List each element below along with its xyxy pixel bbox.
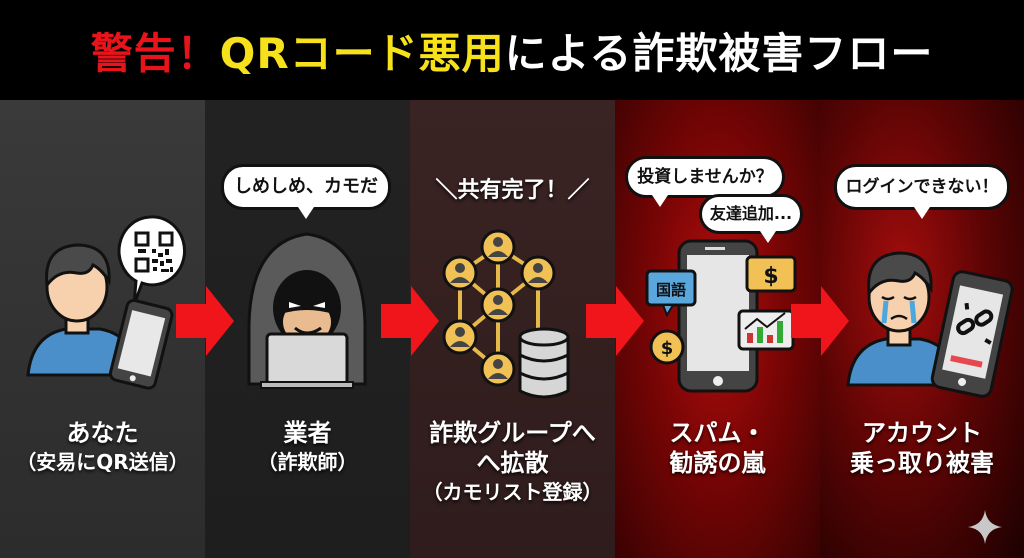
svg-text:$: $ bbox=[661, 338, 674, 359]
arrow-right-icon bbox=[586, 286, 644, 356]
step-takeover-label: アカウント 乗っ取り被害 bbox=[850, 419, 994, 477]
svg-text:国語: 国語 bbox=[656, 281, 686, 299]
hooded-hacker-laptop-icon bbox=[247, 232, 367, 389]
header-bar: 警告！QRコード悪用による詐欺被害フロー bbox=[0, 0, 1024, 100]
step-spread: ＼共有完了！／ bbox=[410, 100, 615, 558]
person-with-qr-phone-icon bbox=[26, 215, 186, 390]
sparkle-icon bbox=[968, 510, 1002, 544]
step-spam: 投資しませんか？ 友達追加... 国語 $ $ bbox=[615, 100, 820, 558]
step-you: あなた （安易にQR送信） bbox=[0, 100, 205, 558]
step-spam-label: スパム・ 勧誘の嵐 bbox=[669, 419, 766, 477]
add-friend-speech-bubble: 友達追加... bbox=[699, 194, 803, 243]
title-qr-abuse: QRコード悪用 bbox=[219, 28, 505, 78]
invest-speech-bubble: 投資しませんか？ bbox=[625, 156, 785, 207]
title-fraud-flow: による詐欺被害フロー bbox=[504, 28, 934, 78]
phone-spam-messages-icon: 国語 $ $ bbox=[645, 239, 797, 393]
network-database-icon bbox=[442, 229, 570, 399]
arrow-right-icon bbox=[381, 286, 439, 356]
step-you-label: あなた （安易にQR送信） bbox=[16, 419, 189, 474]
svg-text:$: $ bbox=[763, 264, 778, 289]
arrow-right-icon bbox=[791, 286, 849, 356]
step-takeover: ログインできない！ bbox=[820, 100, 1024, 558]
step-spread-label: 詐欺グループへ へ拡散 （カモリスト登録） bbox=[422, 419, 603, 504]
broken-link-icon bbox=[956, 302, 994, 345]
language-chat-chip bbox=[645, 269, 697, 318]
qr-code-bubble-icon bbox=[117, 215, 186, 306]
step-scammer-label: 業者 （詐欺師） bbox=[257, 419, 358, 474]
flow-panels: あなた （安易にQR送信） しめしめ、カモだ 業者 （詐欺師） ＼共有完了！／ bbox=[0, 100, 1024, 558]
cannot-login-speech-bubble: ログインできない！ bbox=[834, 164, 1010, 219]
crying-person-broken-link-phone-icon bbox=[846, 251, 1014, 398]
database-icon bbox=[518, 327, 570, 399]
step-scammer: しめしめ、カモだ 業者 （詐欺師） bbox=[205, 100, 410, 558]
arrow-right-icon bbox=[176, 286, 234, 356]
share-complete-shout: ＼共有完了！／ bbox=[435, 178, 590, 203]
title-warning: 警告！ bbox=[90, 28, 220, 78]
page-title: 警告！QRコード悪用による詐欺被害フロー bbox=[91, 20, 934, 81]
scammer-speech-bubble: しめしめ、カモだ bbox=[221, 164, 391, 219]
